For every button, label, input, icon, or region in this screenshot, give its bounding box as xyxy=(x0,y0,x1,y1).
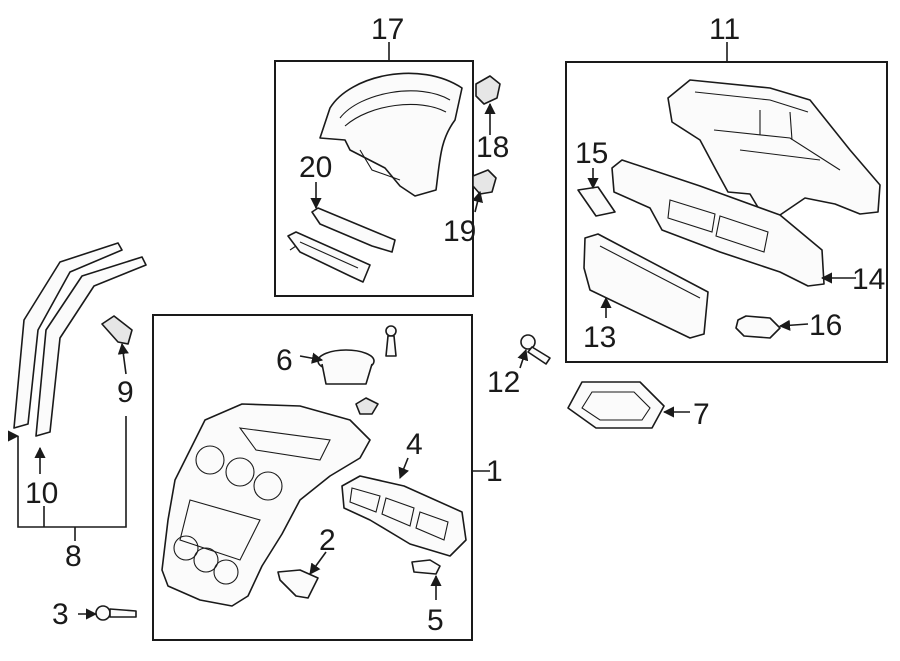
callout-3: 3 xyxy=(52,598,69,631)
center-console-part xyxy=(161,403,371,607)
vent-assembly-part xyxy=(341,475,467,557)
callout-15: 15 xyxy=(575,137,608,170)
cluster-hood-part xyxy=(319,72,463,197)
bracket-2-part xyxy=(277,569,319,599)
callout-4: 4 xyxy=(406,428,423,461)
screw-top-part xyxy=(385,325,397,357)
callout-6: 6 xyxy=(276,344,293,377)
callout-17: 17 xyxy=(371,13,404,46)
dash-bracket-part xyxy=(667,79,881,216)
callout-7: 7 xyxy=(693,398,710,431)
display-unit-part xyxy=(583,233,709,339)
bezel-7-part xyxy=(567,381,665,429)
callout-10: 10 xyxy=(25,477,58,510)
screw-3-part xyxy=(95,605,137,621)
callout-19: 19 xyxy=(443,215,476,248)
callout-13: 13 xyxy=(583,321,616,354)
clip-9-part xyxy=(101,315,133,345)
speaker-6-part xyxy=(317,349,375,385)
clip-nut-part xyxy=(355,397,379,415)
clip-19-part xyxy=(472,169,497,195)
callout-1: 1 xyxy=(486,455,503,488)
bolt-5-part xyxy=(411,559,441,575)
callout-20: 20 xyxy=(299,151,332,184)
callout-12: 12 xyxy=(487,366,520,399)
cover-16-part xyxy=(735,315,781,339)
screw-12-part xyxy=(520,334,551,365)
callout-14: 14 xyxy=(852,263,885,296)
small-panel-15-part xyxy=(577,186,616,217)
callout-18: 18 xyxy=(476,131,509,164)
callout-5: 5 xyxy=(427,604,444,637)
leader-lines xyxy=(17,42,856,620)
callout-2: 2 xyxy=(319,524,336,557)
cluster-lower-trim-part xyxy=(287,231,371,283)
callout-11: 11 xyxy=(709,13,740,46)
trim-strip-inner-part xyxy=(35,256,147,437)
callout-8: 8 xyxy=(65,540,82,573)
group-box-1 xyxy=(152,314,473,641)
callout-16: 16 xyxy=(809,309,842,342)
clip-18-part xyxy=(475,75,501,105)
trim-strip-outer-part xyxy=(13,242,123,429)
callout-9: 9 xyxy=(117,376,134,409)
center-panel-bracket-part xyxy=(611,159,825,287)
